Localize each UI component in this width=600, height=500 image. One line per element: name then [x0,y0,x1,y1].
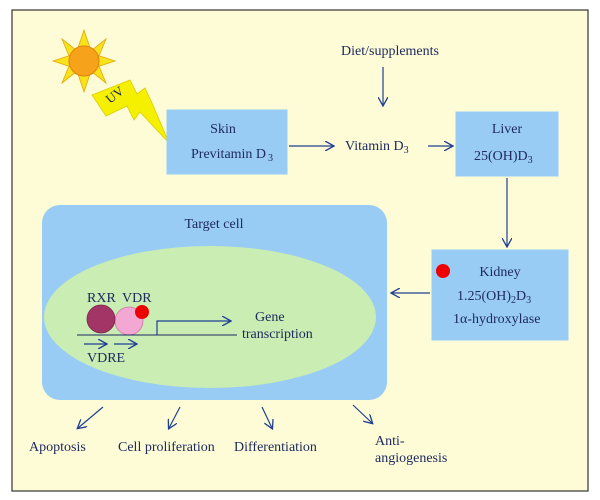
outcome-cell-proliferation: Cell proliferation [118,440,215,455]
outcome-apoptosis: Apoptosis [29,440,86,455]
target-cell-title: Target cell [184,217,243,232]
vdre-label: VDRE [87,351,125,366]
vitamin-d3-label: Vitamin D3 [345,139,409,156]
hydroxylase-label: 1α-hydroxylase [453,312,540,327]
arrow-to-antiangiogenesis [352,404,372,423]
liver-formula: 25(OH)D3 [474,149,533,166]
diet-supplements-label: Diet/supplements [341,44,439,59]
kidney-box: Kidney 1.25(OH)2D3 1α-hydroxylase [431,249,569,341]
rxr-label: RXR [87,291,116,306]
liver-box: Liver 25(OH)D3 [455,111,559,177]
outcome-anti-label: Anti- [375,434,405,449]
rxr-receptor [86,304,116,334]
outcome-angiogenesis-label: angiogenesis [375,451,447,466]
target-cell: Target cell RXR VDR Gene transcription V… [42,205,387,400]
liver-title: Liver [492,122,523,137]
transcription-start-arrow [156,321,230,335]
outcome-differentiation: Differentiation [234,440,317,455]
nucleus [44,246,376,388]
kidney-formula: 1.25(OH)2D3 [457,289,531,306]
vdr-label: VDR [122,291,152,306]
transcription-label: transcription [242,327,313,342]
sun-icon [51,28,117,94]
arrow-to-apoptosis [78,406,104,428]
vitamin-d-ligand-dot [436,264,450,278]
gene-label: Gene [255,310,285,325]
skin-title: Skin [210,122,236,137]
bound-vitamin-d-dot [135,305,149,319]
kidney-title: Kidney [479,265,520,280]
arrow-to-proliferation [169,406,181,428]
arrow-to-differentiation [261,406,272,428]
